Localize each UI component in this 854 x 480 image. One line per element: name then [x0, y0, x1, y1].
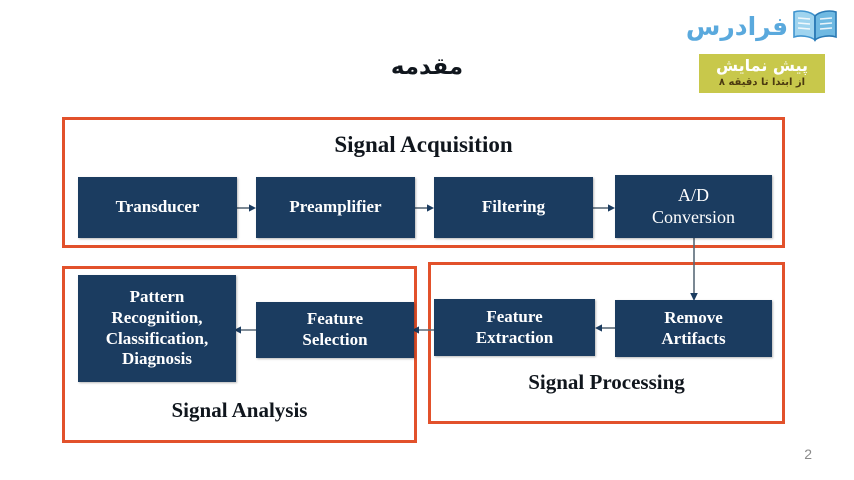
group-label-signal-processing: Signal Processing	[528, 370, 685, 394]
group-label-signal-analysis: Signal Analysis	[171, 398, 308, 422]
arrow-preamplifier-to-filtering	[415, 200, 435, 216]
preview-badge: پیش نمایش از ابتدا تا دقیقه ۸	[699, 54, 825, 94]
node-transducer[interactable]: Transducer	[78, 177, 237, 238]
brand-wordmark: فرادرس	[685, 11, 789, 41]
brand-block: فرادرس پیش نمایش	[682, 4, 842, 108]
open-book-icon	[792, 9, 838, 48]
page-title: مقدمه	[390, 54, 464, 80]
preview-badge-subtitle: از ابتدا تا دقیقه ۸	[718, 77, 806, 89]
group-frame-signal-analysis	[62, 266, 417, 443]
arrow-remove-artifacts-to-feature-extraction	[595, 320, 617, 336]
arrow-adc-to-remove-artifacts	[686, 238, 702, 302]
group-frame-signal-processing	[428, 262, 785, 424]
node-preamplifier[interactable]: Preamplifier	[256, 177, 415, 238]
arrow-feature-extraction-to-feature-selection	[412, 322, 436, 338]
brand-logo-row: فرادرس	[682, 4, 842, 52]
arrow-feature-selection-to-pattern	[234, 322, 258, 338]
group-frame-signal-acquisition	[62, 117, 785, 248]
group-label-signal-acquisition: Signal Acquisition	[334, 132, 513, 157]
node-filtering[interactable]: Filtering	[434, 177, 593, 238]
preview-badge-title: پیش نمایش	[715, 56, 809, 75]
arrow-filtering-to-adc	[593, 200, 616, 216]
arrow-transducer-to-preamplifier	[237, 200, 257, 216]
page-number: 2	[804, 446, 812, 462]
